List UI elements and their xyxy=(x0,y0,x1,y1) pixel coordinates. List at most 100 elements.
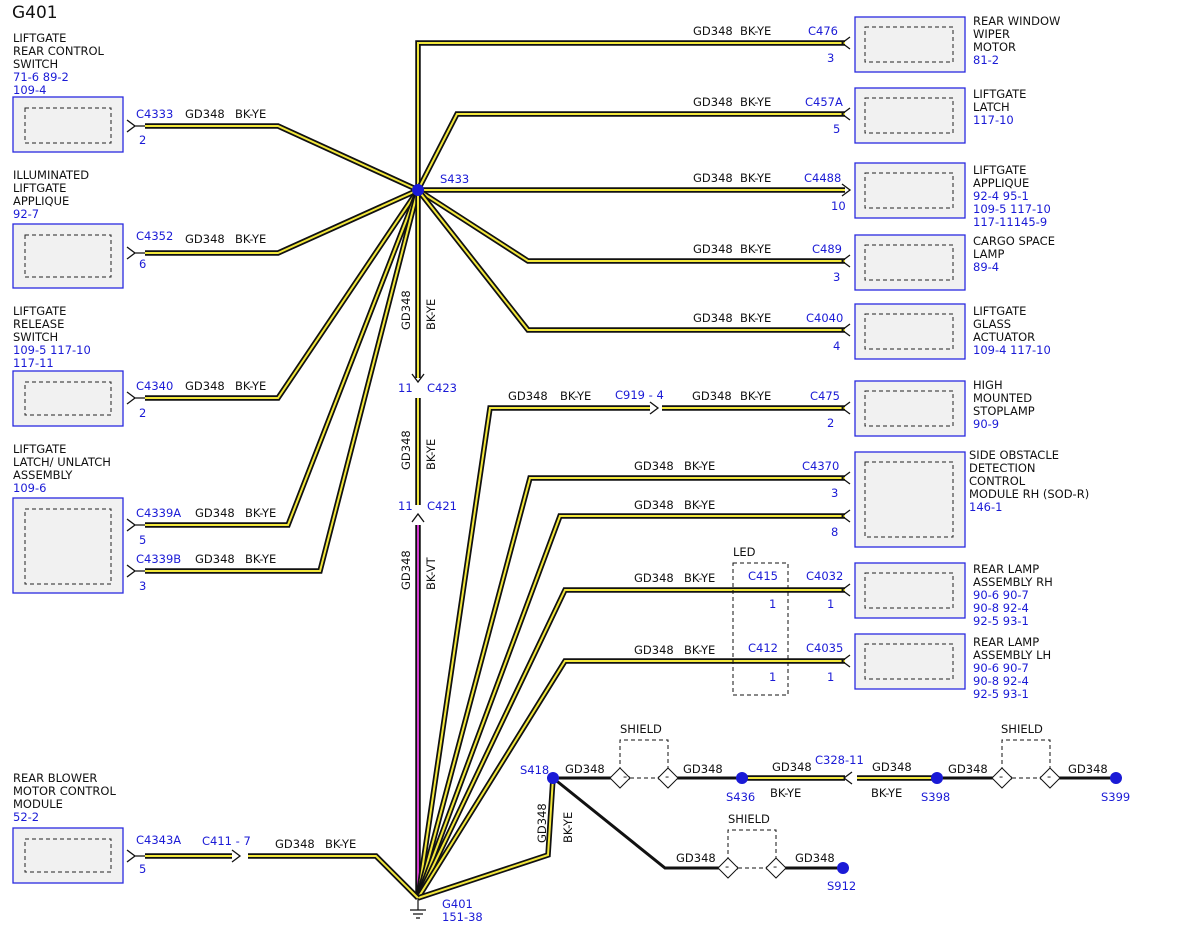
inline-connector-label[interactable]: C412 xyxy=(748,641,778,655)
splice-s912-icon[interactable] xyxy=(837,862,849,874)
splice-s399-icon[interactable] xyxy=(1110,772,1122,784)
component-ref[interactable]: 90-8 92-4 xyxy=(973,674,1029,688)
wire-circuit: GD348 xyxy=(399,290,413,330)
wire-color: BK-YE xyxy=(561,812,575,843)
splice-s398-icon[interactable] xyxy=(931,772,943,784)
connector-label[interactable]: C489 xyxy=(812,242,842,256)
component-name: MOUNTED xyxy=(973,391,1032,405)
component-ref[interactable]: 89-4 xyxy=(973,260,999,274)
left-connector-labels: C4333 2 C4352 6 C4340 2 C4339A 5 C4339B … xyxy=(136,107,251,876)
inline-connector-label[interactable]: C423 xyxy=(427,381,457,395)
component-ref[interactable]: 92-4 95-1 xyxy=(973,189,1029,203)
inline-connector-label[interactable]: C328-11 xyxy=(815,753,864,767)
component-ref[interactable]: 117-11145-9 xyxy=(973,215,1047,229)
component-name: REAR BLOWER xyxy=(13,771,97,785)
pin-number: 10 xyxy=(831,199,846,213)
connector-label[interactable]: C4032 xyxy=(806,569,843,583)
connector-label[interactable]: C457A xyxy=(805,95,843,109)
wire-circuit: GD348 xyxy=(772,760,812,774)
splice-label[interactable]: S418 xyxy=(520,763,549,777)
connector-label[interactable]: C4343A xyxy=(136,833,181,847)
component-ref[interactable]: 109-6 xyxy=(13,481,46,495)
pin-number: 5 xyxy=(139,533,146,547)
connector-label[interactable]: C4339A xyxy=(136,506,181,520)
right-component-boxes xyxy=(854,16,966,690)
component-ref[interactable]: 109-4 xyxy=(13,83,46,97)
component-ref[interactable]: 71-6 89-2 xyxy=(13,70,69,84)
component-ref[interactable]: 92-5 93-1 xyxy=(973,687,1029,701)
connector-label[interactable]: C4352 xyxy=(136,229,173,243)
splice-labels: S433 S418 S436 S398 S399 S912 xyxy=(440,172,1130,893)
component-ref[interactable]: 92-5 93-1 xyxy=(973,614,1029,628)
component-name: CARGO SPACE xyxy=(973,234,1055,248)
component-name: LIFTGATE xyxy=(973,163,1026,177)
wire-color: BK-YE xyxy=(325,837,356,851)
splice-label[interactable]: S399 xyxy=(1101,790,1130,804)
inline-connector-label[interactable]: C421 xyxy=(427,499,457,513)
component-ref[interactable]: 109-4 117-10 xyxy=(973,343,1051,357)
left-component-boxes xyxy=(12,96,124,884)
connector-label[interactable]: C4040 xyxy=(806,311,843,325)
wire-circuit: GD348 xyxy=(399,550,413,590)
wire-color: BK-YE xyxy=(871,786,902,800)
component-name: LIFTGATE xyxy=(13,181,66,195)
component-ref[interactable]: 117-11 xyxy=(13,356,54,370)
led-dashed-box xyxy=(732,562,789,696)
connector-label[interactable]: C4370 xyxy=(802,459,839,473)
connector-label[interactable]: C4339B xyxy=(136,552,181,566)
connector-label[interactable]: C4035 xyxy=(806,641,843,655)
wire-circuit: GD348 xyxy=(634,459,674,473)
component-ref[interactable]: 92-7 xyxy=(13,207,39,221)
svg-text:-: - xyxy=(665,769,669,783)
component-box xyxy=(12,96,124,153)
connector-label[interactable]: C4340 xyxy=(136,379,173,393)
wire-circuit: GD348 xyxy=(508,389,548,403)
connector-label[interactable]: C475 xyxy=(810,389,840,403)
svg-text:-: - xyxy=(725,859,729,873)
component-ref[interactable]: 109-5 117-10 xyxy=(13,343,91,357)
pin-number: 1 xyxy=(827,597,834,611)
component-name: LIFTGATE xyxy=(973,87,1026,101)
svg-text:-: - xyxy=(999,769,1003,783)
inline-connector-label[interactable]: C415 xyxy=(748,569,778,583)
component-name: LIFTGATE xyxy=(13,442,66,456)
inline-connector-label[interactable]: C919 - 4 xyxy=(615,388,664,402)
splice-s418-icon[interactable] xyxy=(547,772,559,784)
splice-label[interactable]: S436 xyxy=(726,790,755,804)
component-box xyxy=(12,370,124,427)
splice-label[interactable]: S433 xyxy=(440,172,469,186)
ground-label[interactable]: G401 xyxy=(442,897,473,911)
shield-diamond-icon xyxy=(609,767,631,789)
splice-label[interactable]: S912 xyxy=(827,879,856,893)
component-ref[interactable]: 146-1 xyxy=(969,500,1002,514)
wire-circuit: GD348 xyxy=(275,837,315,851)
component-ref[interactable]: 90-8 92-4 xyxy=(973,601,1029,615)
component-ref[interactable]: 109-5 117-10 xyxy=(973,202,1051,216)
splice-s436-icon[interactable] xyxy=(736,772,748,784)
component-ref[interactable]: 52-2 xyxy=(13,810,39,824)
component-ref[interactable]: 90-6 90-7 xyxy=(973,588,1029,602)
component-name: SWITCH xyxy=(13,330,58,344)
component-name: REAR CONTROL xyxy=(13,44,105,58)
ground-ref[interactable]: 151-38 xyxy=(442,910,483,924)
component-ref[interactable]: 117-10 xyxy=(973,113,1014,127)
component-ref[interactable]: 90-9 xyxy=(973,417,999,431)
connector-label[interactable]: C4488 xyxy=(804,171,841,185)
component-ref[interactable]: 81-2 xyxy=(973,53,999,67)
connector-label[interactable]: C4333 xyxy=(136,107,173,121)
splice-dots xyxy=(412,184,1122,874)
svg-text:-: - xyxy=(1047,769,1051,783)
splice-label[interactable]: S398 xyxy=(921,790,950,804)
svg-text:-: - xyxy=(773,859,777,873)
component-name: ILLUMINATED xyxy=(13,168,89,182)
pin-number: 2 xyxy=(139,133,146,147)
pin-number: 11 xyxy=(398,499,413,513)
wire-circuit: GD348 xyxy=(692,389,732,403)
splice-s433-icon[interactable] xyxy=(412,184,424,196)
component-ref[interactable]: 90-6 90-7 xyxy=(973,661,1029,675)
wire-color: BK-YE xyxy=(424,299,438,330)
wire-color: BK-YE xyxy=(740,95,771,109)
wire-circuit: GD348 xyxy=(693,242,733,256)
connector-label[interactable]: C476 xyxy=(808,24,838,38)
inline-connector-label[interactable]: C411 - 7 xyxy=(202,834,251,848)
